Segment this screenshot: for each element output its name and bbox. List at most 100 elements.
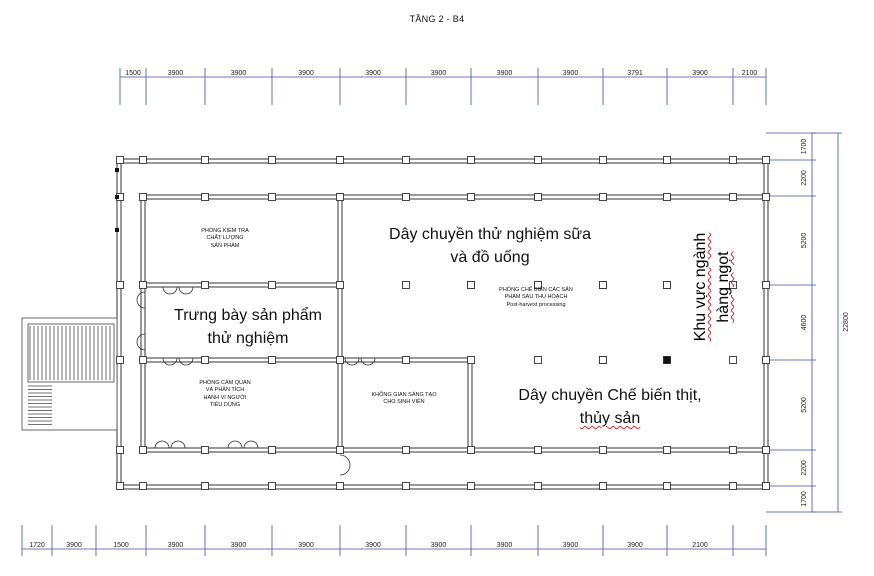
dim-text-bottom: 3900	[431, 542, 447, 549]
column	[663, 156, 671, 164]
column	[599, 482, 607, 490]
column	[402, 356, 410, 364]
column-filled	[663, 356, 671, 364]
dim-text-top: 3900	[231, 70, 247, 77]
column	[116, 482, 124, 490]
column	[139, 156, 147, 164]
column	[139, 482, 147, 490]
column	[599, 193, 607, 201]
column	[336, 356, 344, 364]
dim-text-right: 5200	[801, 233, 808, 249]
door-swing	[360, 357, 376, 366]
column	[534, 156, 542, 164]
dim-text-bottom: 3900	[231, 542, 247, 549]
column	[139, 446, 147, 454]
column	[201, 482, 209, 490]
column	[336, 446, 344, 454]
column	[729, 281, 737, 289]
column	[663, 446, 671, 454]
dim-text-bottom: 3900	[298, 542, 314, 549]
column	[599, 446, 607, 454]
door-swing	[178, 286, 194, 295]
column	[762, 156, 770, 164]
plan-title: TẦNG 2 - B4	[409, 14, 465, 24]
column	[467, 281, 475, 289]
column	[534, 446, 542, 454]
column	[336, 193, 344, 201]
dim-text-bottom: 1720	[29, 542, 45, 549]
column	[268, 356, 276, 364]
column	[139, 193, 147, 201]
column	[729, 356, 737, 364]
door-swing	[339, 454, 351, 476]
column	[268, 156, 276, 164]
column	[762, 193, 770, 201]
wall-marker	[115, 195, 119, 199]
dim-text-top: 3900	[563, 70, 579, 77]
door-swing	[154, 440, 170, 449]
column	[402, 156, 410, 164]
column	[729, 193, 737, 201]
wall-marker	[115, 168, 119, 172]
column	[336, 482, 344, 490]
column	[268, 193, 276, 201]
dim-text-right: 1700	[801, 139, 808, 155]
column	[663, 193, 671, 201]
door-swing	[162, 357, 178, 366]
dim-text-top: 3900	[431, 70, 447, 77]
column	[139, 356, 147, 364]
column	[467, 482, 475, 490]
column	[534, 281, 542, 289]
dim-text-top: 3791	[627, 70, 643, 77]
dim-text-right: 2200	[801, 460, 808, 476]
door-swing	[178, 357, 194, 366]
dim-text-top: 3900	[692, 70, 708, 77]
column	[402, 193, 410, 201]
column	[116, 156, 124, 164]
column	[268, 482, 276, 490]
column	[116, 446, 124, 454]
column	[116, 281, 124, 289]
column	[467, 193, 475, 201]
column	[762, 356, 770, 364]
dim-text-bottom: 3900	[563, 542, 579, 549]
column	[201, 446, 209, 454]
dim-text-right: 2200	[801, 170, 808, 186]
column	[201, 193, 209, 201]
dim-text-bottom: 2100	[692, 542, 708, 549]
dim-text-bottom: 3900	[66, 542, 82, 549]
column	[762, 446, 770, 454]
dim-text-top: 3900	[168, 70, 184, 77]
column	[762, 281, 770, 289]
door-swing	[243, 440, 259, 449]
dim-text-top: 3900	[497, 70, 513, 77]
column	[729, 156, 737, 164]
column	[201, 356, 209, 364]
dim-text-bottom: 3900	[627, 542, 643, 549]
dim-text-bottom: 3900	[497, 542, 513, 549]
dim-text-bottom: 3900	[365, 542, 381, 549]
staircase	[21, 317, 118, 431]
column	[336, 281, 344, 289]
door-swing	[344, 357, 360, 366]
dim-text-top: 1500	[125, 70, 141, 77]
column	[336, 156, 344, 164]
door-swing	[162, 286, 178, 295]
door-swing	[227, 440, 243, 449]
column	[268, 446, 276, 454]
column	[402, 446, 410, 454]
column	[663, 482, 671, 490]
dim-text-top: 3900	[298, 70, 314, 77]
dim-text-bottom: 1500	[113, 542, 129, 549]
dim-text-right: 5200	[801, 397, 808, 413]
column	[729, 446, 737, 454]
wall-marker	[115, 228, 119, 232]
dim-text-right: 4600	[801, 315, 808, 331]
column	[762, 482, 770, 490]
